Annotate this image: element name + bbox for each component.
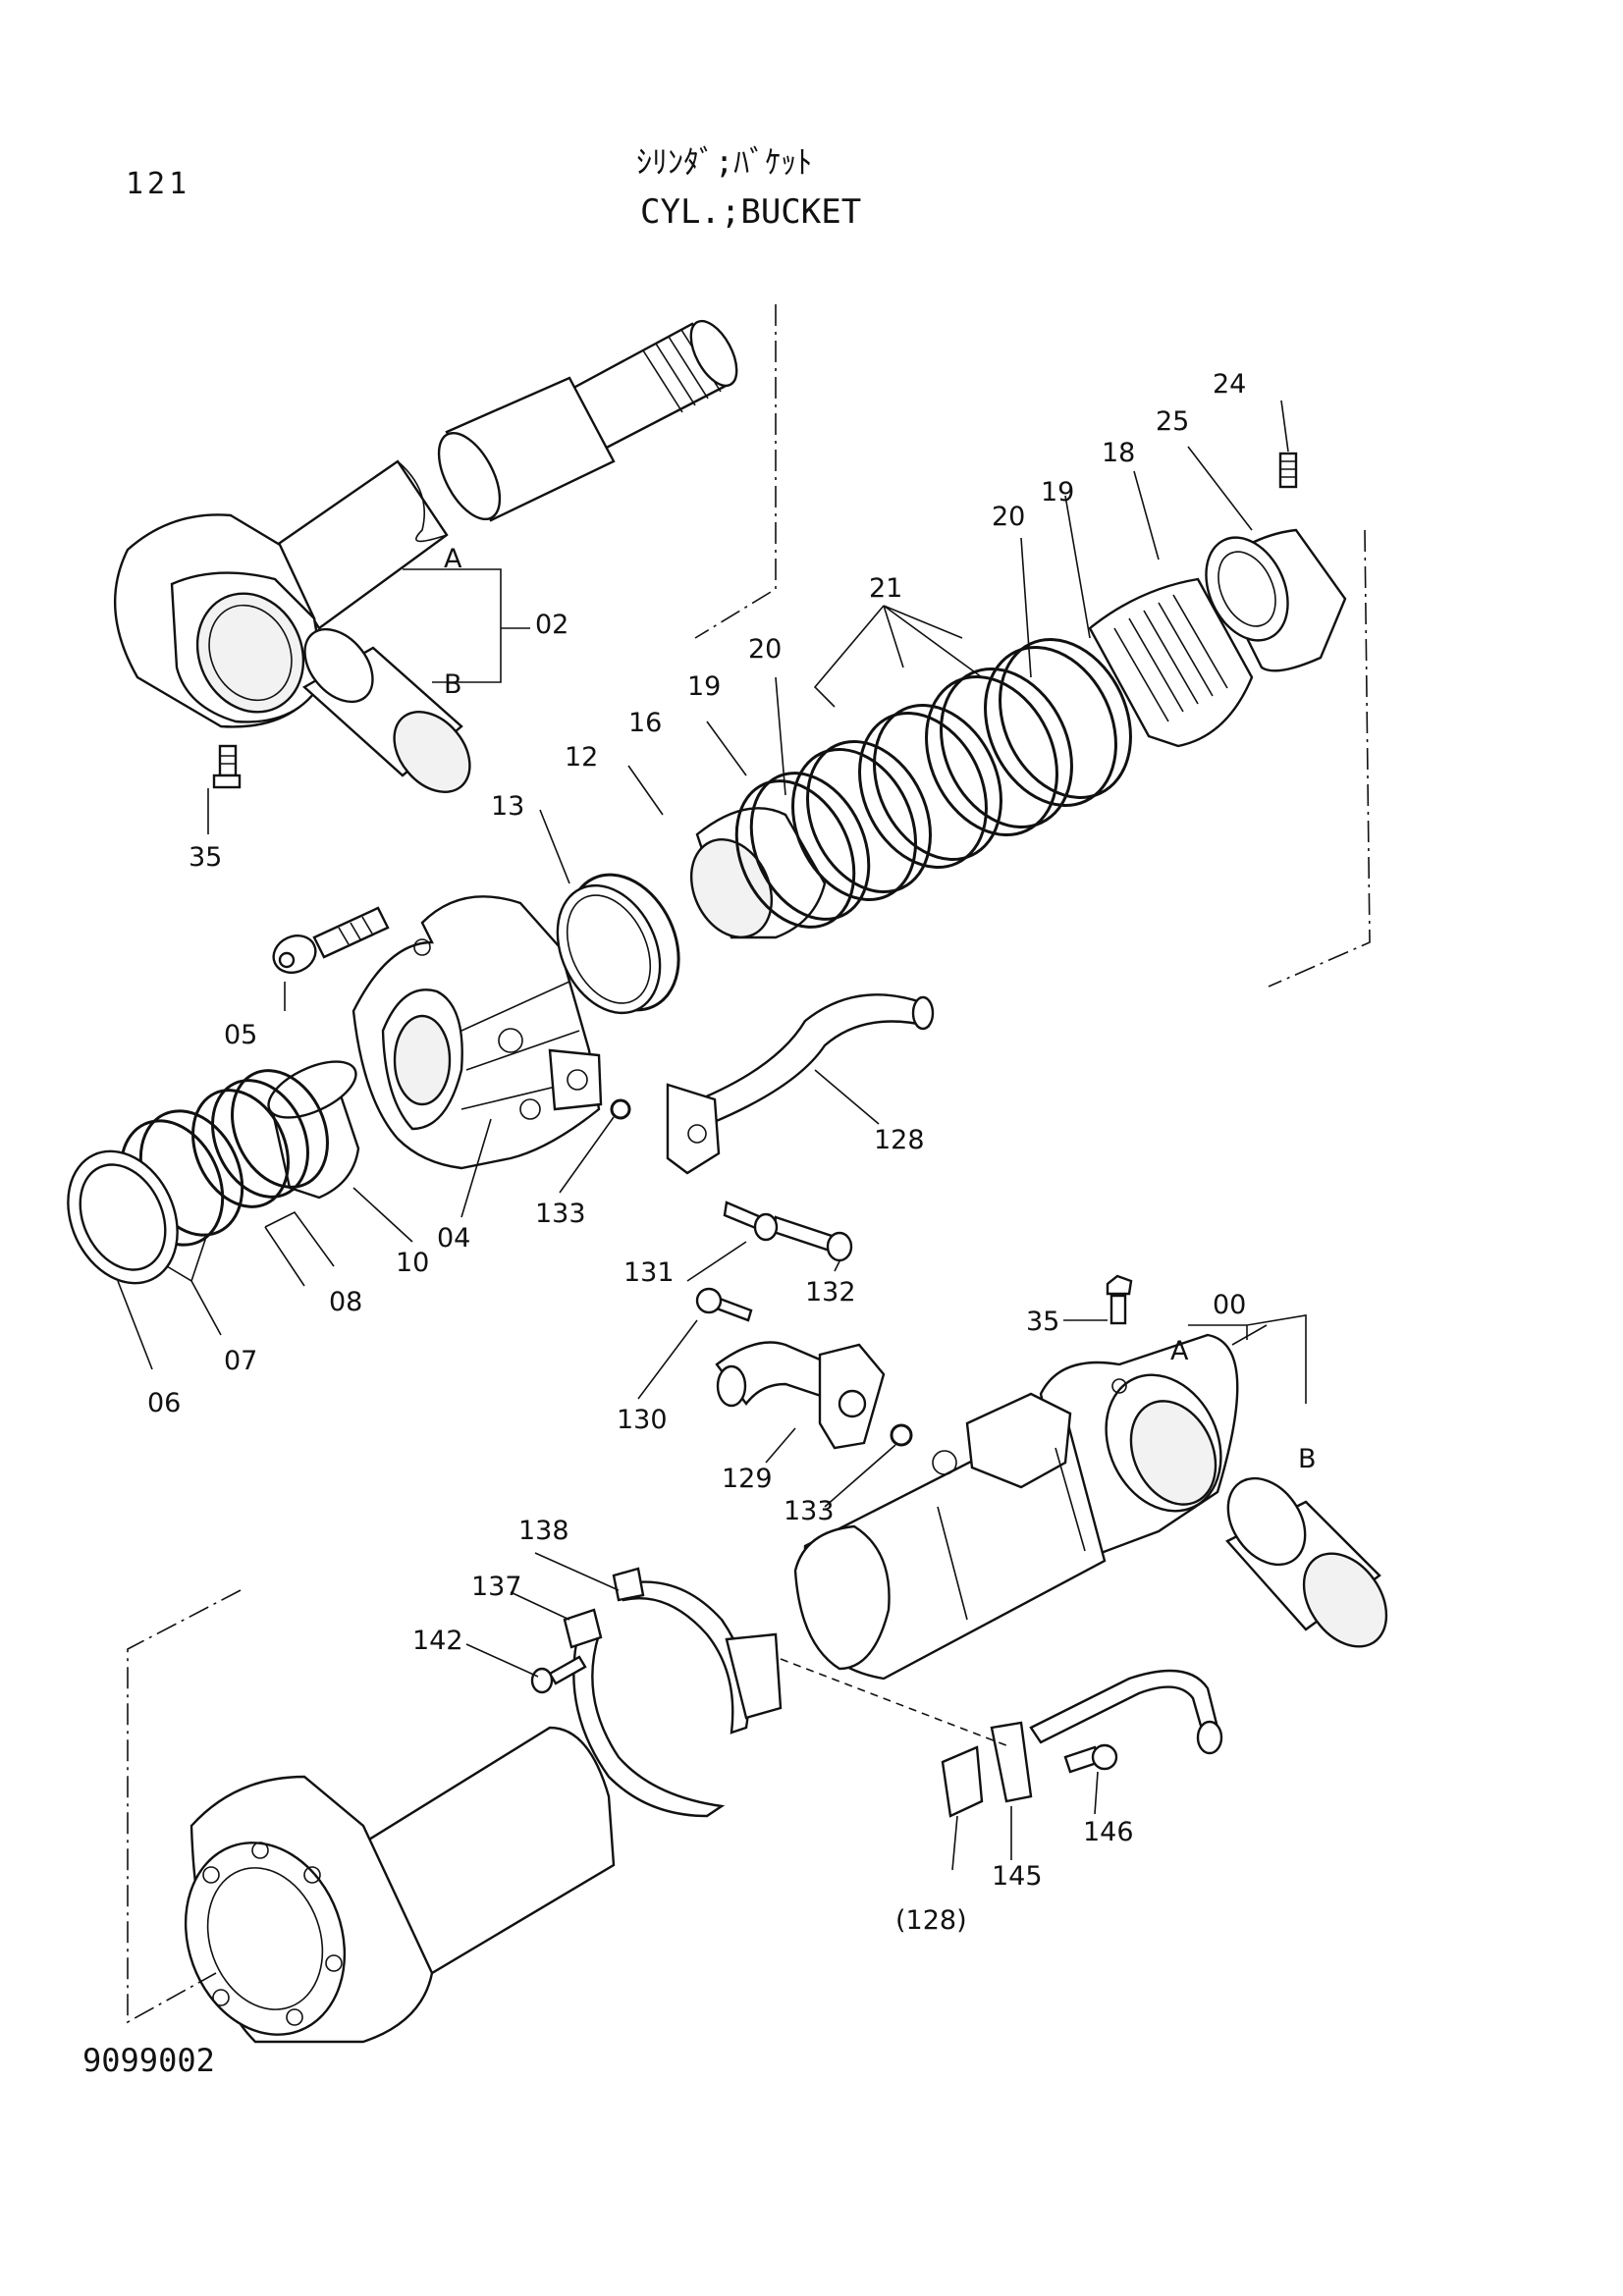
callout-137: 137 — [471, 1572, 522, 1602]
chain-line-rod — [694, 304, 777, 639]
chain-line-piston — [1268, 529, 1371, 988]
chain-line-bottom — [127, 1589, 242, 2024]
callout-08: 08 — [329, 1287, 362, 1317]
callout-133-lower: 133 — [784, 1496, 835, 1526]
o-ring-133-lower — [890, 1423, 913, 1447]
bolt-130 — [695, 1287, 753, 1322]
callout-25: 25 — [1156, 406, 1189, 437]
o-ring-133-upper — [610, 1098, 631, 1120]
bushing-lower — [1225, 1476, 1388, 1648]
set-screw — [1278, 452, 1298, 489]
callout-20-upper: 20 — [992, 502, 1025, 532]
callout-13: 13 — [491, 791, 524, 822]
grease-fitting-upper — [212, 744, 242, 789]
callout-16: 16 — [628, 708, 662, 738]
title-japanese: ｼﾘﾝﾀﾞ;ﾊﾞｹｯﾄ — [636, 143, 813, 181]
callout-24: 24 — [1213, 369, 1246, 400]
callout-20-lower: 20 — [748, 634, 782, 665]
piston-spacer — [689, 807, 827, 939]
callout-35-lower: 35 — [1026, 1307, 1059, 1337]
clamp-145 — [990, 1721, 1033, 1803]
grease-fitting-lower — [1106, 1274, 1133, 1325]
callout-05: 05 — [224, 1020, 257, 1050]
seal-rings-12-13 — [556, 873, 680, 1015]
callout-129: 129 — [722, 1464, 773, 1494]
label-sub-b-tube: B — [1298, 1444, 1317, 1474]
callout-10: 10 — [396, 1248, 429, 1278]
callout-21: 21 — [869, 573, 902, 604]
callout-132: 132 — [805, 1277, 856, 1308]
socket-bolt — [272, 906, 390, 974]
pipe-128 — [666, 993, 935, 1175]
clamp-137 — [563, 1608, 726, 1818]
leader-lines — [117, 400, 1307, 1871]
callout-146: 146 — [1083, 1817, 1134, 1847]
cylinder-tube — [793, 1333, 1239, 1681]
tube-bottom — [184, 1726, 616, 2044]
callout-128: 128 — [874, 1125, 925, 1155]
cylinder-head — [352, 895, 603, 1170]
bushing-upper — [301, 627, 471, 794]
callout-06: 06 — [147, 1388, 181, 1418]
drawing-number: 9099002 — [82, 2042, 215, 2079]
callout-145: 145 — [992, 1861, 1043, 1892]
page-number: 121 — [126, 167, 191, 201]
callout-labels: 24 25 18 19 20 21 20 19 16 12 13 A B 02 … — [147, 369, 1317, 1936]
callout-02: 02 — [535, 610, 568, 640]
pipe-lower — [941, 1669, 1223, 1818]
callout-07: 07 — [224, 1346, 257, 1376]
callout-04: 04 — [437, 1223, 470, 1254]
callout-00: 00 — [1213, 1290, 1246, 1320]
piston-nut — [1205, 528, 1347, 672]
piston-rings — [734, 637, 1132, 929]
callout-138: 138 — [518, 1516, 569, 1546]
clamp-138 — [612, 1567, 783, 1735]
label-sub-a-tube: A — [1170, 1336, 1189, 1366]
piston-rod — [113, 319, 738, 728]
elbow-129 — [715, 1341, 886, 1450]
label-sub-b-rod: B — [444, 669, 462, 700]
callout-19-lower: 19 — [687, 671, 721, 702]
bolt-142 — [530, 1655, 587, 1694]
callout-130: 130 — [617, 1405, 668, 1435]
piston — [1088, 577, 1254, 748]
callout-19-upper: 19 — [1041, 477, 1074, 507]
label-sub-a-rod: A — [444, 544, 462, 574]
callout-35-upper: 35 — [189, 842, 222, 873]
callout-142: 142 — [412, 1626, 463, 1656]
title-english: CYL.;BUCKET — [640, 192, 862, 232]
callout-131: 131 — [623, 1257, 675, 1288]
rod-seal-set — [191, 1069, 329, 1208]
bolt-146 — [1063, 1743, 1118, 1774]
bolts-131-132 — [723, 1201, 853, 1262]
dust-seal — [67, 1149, 179, 1285]
callout-12: 12 — [565, 742, 598, 773]
callout-133-upper: 133 — [535, 1199, 586, 1229]
callout-18: 18 — [1102, 438, 1135, 468]
callout-128-ref: (128) — [895, 1905, 967, 1936]
